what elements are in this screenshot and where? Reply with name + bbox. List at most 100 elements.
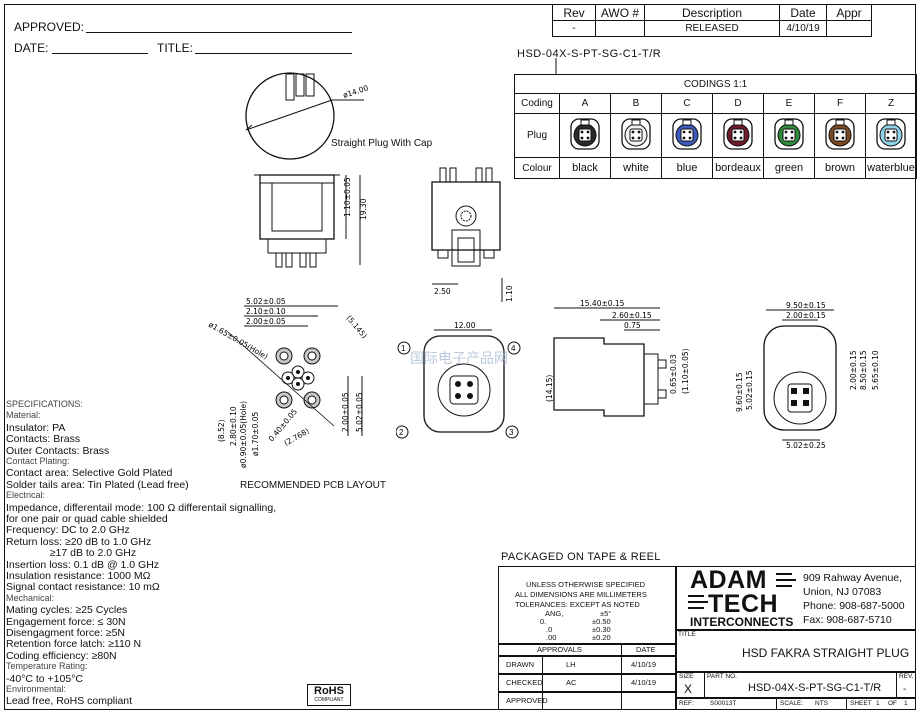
tolerance-box — [498, 566, 676, 644]
spec-line: Impedance, differentail mode: 100 Ω diff… — [6, 501, 277, 514]
size-label: SIZE — [679, 673, 694, 680]
scale-divider — [846, 698, 847, 710]
rohs-badge: RoHS COMPLIANT — [307, 684, 351, 706]
sheet-value: 1 — [876, 700, 880, 707]
callout-4: 4 — [511, 344, 516, 353]
code-a: A — [559, 93, 611, 114]
spec-line: Contact area: Selective Gold Plated — [6, 467, 173, 480]
checked-label: CHECKED — [506, 678, 543, 687]
code-f: F — [814, 93, 866, 114]
date-header: Date — [779, 4, 827, 21]
code-z: Z — [865, 93, 917, 114]
colour-b: white — [610, 157, 662, 179]
dim-502-top: 5.02±0.05 — [246, 297, 286, 306]
drawn-date: 4/10/19 — [631, 660, 657, 669]
tol-line-2: ALL DIMENSIONS ARE MILLIMETERS — [515, 590, 647, 599]
logo-adam: ADAM — [690, 566, 767, 594]
title-label: TITLE: — [157, 41, 194, 55]
partno-label: PART NO. — [707, 673, 737, 680]
ref-value: S00013T — [710, 700, 737, 707]
dim-090: ø0.90±0.05(Hole) — [239, 401, 248, 468]
plug-cap-view: ø14.00 — [245, 72, 370, 160]
logo-tech: TECH — [708, 590, 779, 618]
rev-value-tb: - — [903, 684, 907, 695]
tol-ang-value: ±5° — [600, 609, 612, 618]
drawn-row — [498, 656, 676, 674]
colour-a: black — [559, 157, 611, 179]
code-b: B — [610, 93, 662, 114]
code-c: C — [661, 93, 713, 114]
logo-lines — [688, 573, 796, 609]
spec-line: Insulator: PA — [6, 421, 66, 434]
dim-1010: 1.10±0.05 — [343, 177, 352, 217]
plug-e-cell — [763, 113, 815, 158]
approved-line — [86, 32, 352, 33]
side-view-left: 1.10±0.05 19.30 — [254, 174, 368, 268]
code-d: D — [712, 93, 764, 114]
part-string-leader — [555, 58, 557, 74]
dim-1415: (14.15) — [545, 375, 554, 402]
dim-1540: 15.40±0.15 — [580, 299, 625, 308]
plug-icon — [723, 118, 753, 150]
codings-table: CODINGS 1:1 Coding A B C D E F Z Plug Co… — [514, 74, 917, 179]
checked-by: AC — [566, 678, 577, 687]
spec-line: Engagement force: ≤ 30N — [6, 615, 126, 628]
awo-value — [595, 20, 645, 37]
sheet-label: SHEET — [850, 700, 872, 707]
tol-line-1: UNLESS OTHERWISE SPECIFIED — [526, 580, 646, 589]
tol-2-value: ±0.20 — [592, 633, 611, 642]
rev-value: - — [552, 20, 596, 37]
date-value: 4/10/19 — [779, 20, 827, 37]
codings-title: CODINGS 1:1 — [514, 74, 917, 94]
description-value: RELEASED — [644, 20, 780, 37]
approved-row-label: APPROVED — [506, 696, 548, 705]
address-phone: Phone: 908-687-5000 — [803, 600, 905, 612]
dim-960: 9.60±0.15 — [735, 372, 744, 412]
spec-heading: Electrical: — [6, 490, 46, 501]
plug-f-cell — [814, 113, 866, 158]
of-value: 1 — [904, 700, 908, 707]
plug-b-cell — [610, 113, 662, 158]
partno-row — [676, 672, 916, 698]
spec-line: Disengagment force: ≥5N — [6, 627, 125, 639]
pcb-caption: RECOMMENDED PCB LAYOUT — [240, 480, 386, 491]
side-view-right: 2.50 1.10 — [431, 167, 514, 302]
colour-z: waterblue — [865, 157, 917, 179]
dim-950: 9.50±0.15 — [786, 301, 826, 310]
address-line-2: Union, NJ 07083 — [803, 586, 882, 598]
appr-value — [826, 20, 872, 37]
dim-1200: 12.00 — [454, 321, 476, 330]
plug-caption: Straight Plug With Cap — [331, 138, 433, 149]
of-label: OF — [888, 700, 898, 707]
plug-d-cell — [712, 113, 764, 158]
spec-line: ≥17 dB to 2.0 GHz — [6, 547, 137, 560]
ref-row — [676, 698, 916, 710]
dim-110b: (1.10±0.05) — [681, 348, 690, 394]
spec-line: Retention force latch: ≥110 N — [6, 638, 142, 651]
dim-200-d: 2.00±0.15 — [849, 350, 858, 390]
spec-line: for one pair or quad cable shielded — [6, 513, 168, 525]
dim-200-side: 2.00±0.05 — [341, 392, 350, 432]
ref-divider — [776, 698, 777, 710]
spec-line: Outer Contacts: Brass — [6, 444, 110, 457]
dim-5145: (5.145) — [344, 314, 369, 341]
dim-565: 5.65±0.10 — [871, 350, 880, 390]
dim-2768: (2.768) — [283, 426, 311, 447]
date-label: DATE: — [14, 41, 49, 55]
dim-210: 2.10±0.10 — [246, 307, 286, 316]
approvals-col-line-2 — [621, 644, 622, 710]
code-e: E — [763, 93, 815, 114]
plug-icon — [825, 118, 855, 150]
dim-852: (8.52) — [217, 419, 226, 442]
dim-dia-1400: ø14.00 — [342, 83, 370, 100]
logo-interconnects: INTERCONNECTS — [690, 615, 794, 629]
drawn-by: LH — [566, 660, 576, 669]
rev-header: Rev — [552, 4, 596, 21]
callout-1: 1 — [401, 344, 406, 353]
dim-502-d: 5.02±0.25 — [786, 441, 826, 450]
rohs-big: RoHS — [314, 685, 344, 697]
checked-date: 4/10/19 — [631, 678, 657, 687]
dim-1930: 19.30 — [359, 198, 368, 220]
ref-label: REF: — [679, 700, 694, 707]
callout-2: 2 — [399, 428, 404, 437]
